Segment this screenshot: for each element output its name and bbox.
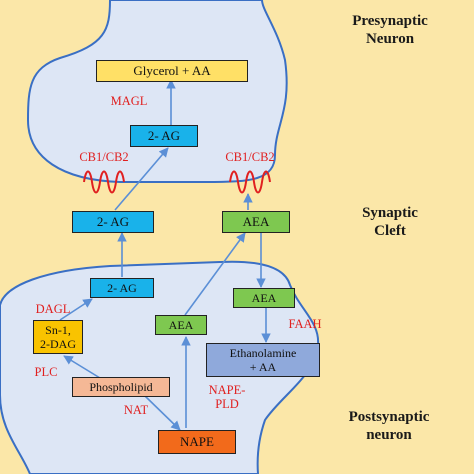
arrow-phospholipid-to-dag [63,355,101,379]
phospholipid-box: Phospholipid [72,377,170,397]
postsynaptic-label-line1: Postsynaptic [348,409,430,425]
presynaptic-membrane [26,0,288,183]
nape-box: NAPE [158,430,236,454]
presynaptic-2ag-box: 2- AG [130,125,198,147]
arrow-phospholipid-to-nape [144,395,181,431]
nat-label: NAT [123,403,149,417]
postsynaptic-membrane [0,260,320,474]
presynaptic-label: Presynaptic Neuron [325,12,455,48]
postsynaptic-label-line2: neuron [366,427,412,443]
faah-label: FAAH [288,317,322,331]
ethanolamine-aa-box: Ethanolamine + AA [206,343,320,377]
postsynaptic-2ag-box: 2- AG [90,278,154,298]
dagl-label: DAGL [35,302,71,316]
cleft-2ag-box: 2- AG [72,211,154,233]
sn-dag-line1: Sn-1, [45,323,71,337]
presynaptic-label-line2: Neuron [365,31,415,47]
cleft-aea-box: AEA [222,211,290,233]
synaptic-cleft-label-line2: Cleft [374,223,406,239]
nape-pld-label-line2: PLD [215,397,239,411]
nape-pld-label-line1: NAPE- [208,383,246,397]
sn-dag-line2: 2-DAG [40,337,76,351]
cb-receptor-right-label: CB1/CB2 [225,150,275,164]
nape-pld-label: NAPE- PLD [204,383,250,411]
postsynaptic-aea-left-box: AEA [155,315,207,335]
postsynaptic-label: Postsynaptic neuron [322,408,456,444]
plc-label: PLC [34,365,58,379]
ethanolamine-line2: + AA [249,360,277,374]
glycerol-aa-box: Glycerol + AA [96,60,248,82]
presynaptic-label-line1: Presynaptic [352,13,428,29]
cb-receptor-right [229,170,271,194]
synaptic-cleft-label: Synaptic Cleft [330,204,450,240]
cb-receptor-left [83,170,125,194]
sn-dag-box: Sn-1, 2-DAG [33,320,83,354]
arrow-dag-to-ag [59,298,93,321]
arrow-post-aea-to-cleft-aea [184,232,246,316]
cb-receptor-left-label: CB1/CB2 [79,150,129,164]
magl-label: MAGL [110,94,148,108]
synaptic-cleft-label-line1: Synaptic [362,205,418,221]
postsynaptic-aea-right-box: AEA [233,288,295,308]
ethanolamine-line1: Ethanolamine [229,346,297,360]
arrow-cleft-ag-to-pre-ag [114,147,169,211]
